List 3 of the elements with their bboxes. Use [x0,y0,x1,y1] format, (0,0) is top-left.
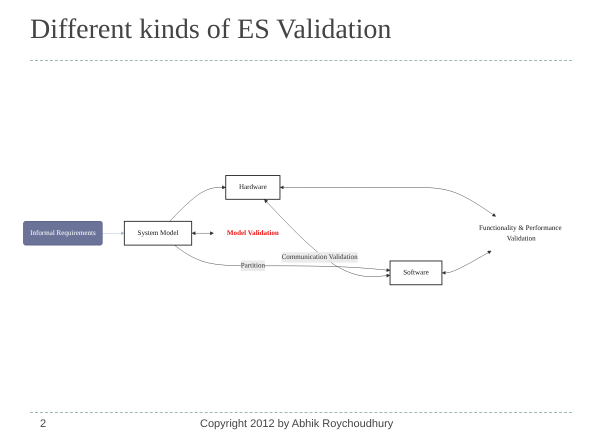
page-number: 2 [40,418,46,430]
copyright-text: Copyright 2012 by Abhik Roychoudhury [200,418,394,430]
slide-title: Different kinds of ES Validation [30,14,392,46]
